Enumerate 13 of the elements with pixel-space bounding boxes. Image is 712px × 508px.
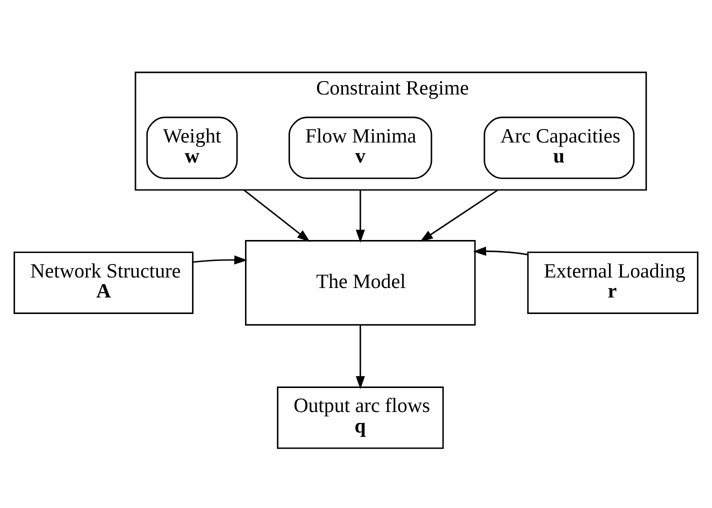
node-box: Arc Capacities u — [484, 116, 635, 179]
node-box: Network Structure A — [14, 251, 194, 314]
arrow — [356, 189, 365, 242]
node-box: External Loading r — [527, 251, 698, 314]
node-box: The Model — [245, 240, 476, 326]
arrow — [356, 324, 365, 389]
arrow — [192, 254, 248, 264]
node-box: Output arc flows q — [276, 386, 444, 448]
arrow — [420, 188, 498, 242]
arrow — [473, 246, 528, 256]
node-box: Weight w — [146, 116, 238, 179]
arrow — [243, 188, 310, 242]
node-box: Flow Minima v — [288, 116, 432, 179]
